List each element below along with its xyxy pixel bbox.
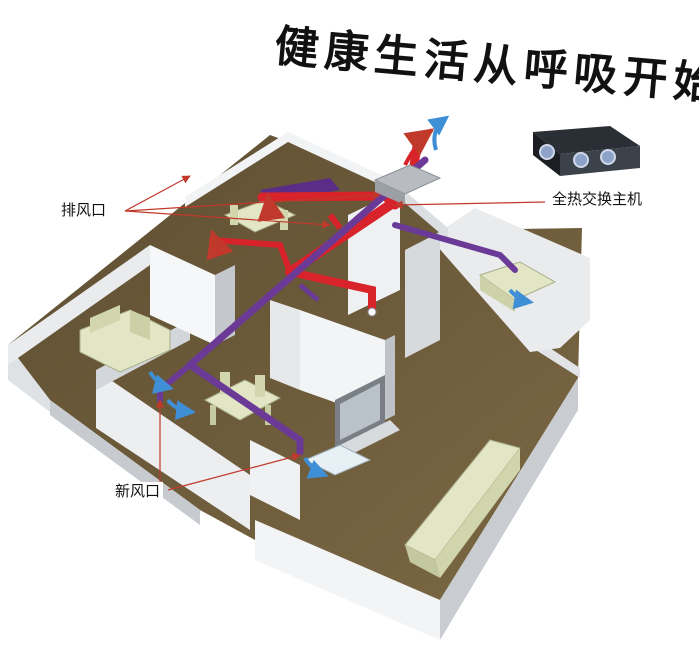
heat-exchanger-unit-icon	[533, 126, 640, 176]
main-unit-label: 全热交换主机	[549, 190, 645, 208]
exhaust-outlet-label: 排风口	[58, 201, 109, 219]
fresh-air-outlet-label: 新风口	[112, 482, 163, 500]
